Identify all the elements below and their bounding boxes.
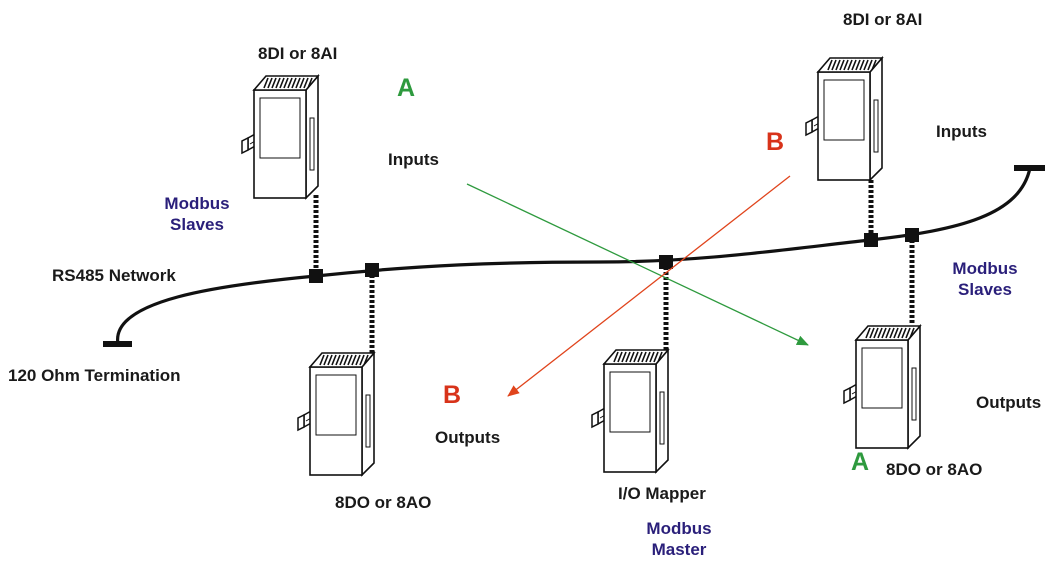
module-bottom-left-outputs xyxy=(297,352,375,476)
rs485-network-label: RS485 Network xyxy=(52,266,176,285)
mapping-arrow-a xyxy=(466,183,809,346)
inputs-label-right: Inputs xyxy=(936,122,987,141)
modbus-slaves-left: Modbus Slaves xyxy=(162,193,232,235)
network-taps xyxy=(309,228,919,283)
mapping-label-a-bottom: A xyxy=(851,448,870,476)
module-bottom-right-outputs xyxy=(843,325,921,449)
mapping-label-b-top: B xyxy=(766,128,785,156)
device-type-top-left: 8DI or 8AI xyxy=(258,44,338,63)
mapping-label-b-bottom: B xyxy=(443,381,462,409)
outputs-label-left: Outputs xyxy=(435,428,501,447)
module-top-right-inputs xyxy=(805,57,883,181)
termination-label: 120 Ohm Termination xyxy=(8,366,181,385)
module-mapper-master xyxy=(591,349,669,473)
mapping-arrow-b xyxy=(507,175,791,397)
module-top-left-inputs xyxy=(241,75,319,199)
io-mapper-label: I/O Mapper xyxy=(618,484,706,503)
device-type-top-right: 8DI or 8AI xyxy=(843,10,923,29)
inputs-label-left: Inputs xyxy=(388,150,439,169)
mapping-label-a-top: A xyxy=(397,74,416,102)
modbus-master-line2: Master xyxy=(651,540,707,559)
outputs-label-right: Outputs xyxy=(976,393,1042,412)
rs485-cable xyxy=(116,167,1032,345)
modbus-master: Modbus Master xyxy=(644,518,714,560)
device-type-bottom-left: 8DO or 8AO xyxy=(335,493,432,512)
device-type-bottom-right: 8DO or 8AO xyxy=(886,460,983,479)
modbus-slaves-left-line1: Modbus xyxy=(164,194,230,213)
modbus-master-line1: Modbus xyxy=(646,519,712,538)
modbus-slaves-right-line2: Slaves xyxy=(958,280,1012,299)
drop-cables xyxy=(313,180,915,360)
modbus-slaves-right-line1: Modbus xyxy=(952,259,1018,278)
modbus-slaves-right: Modbus Slaves xyxy=(950,258,1020,300)
modbus-slaves-left-line2: Slaves xyxy=(170,215,224,234)
